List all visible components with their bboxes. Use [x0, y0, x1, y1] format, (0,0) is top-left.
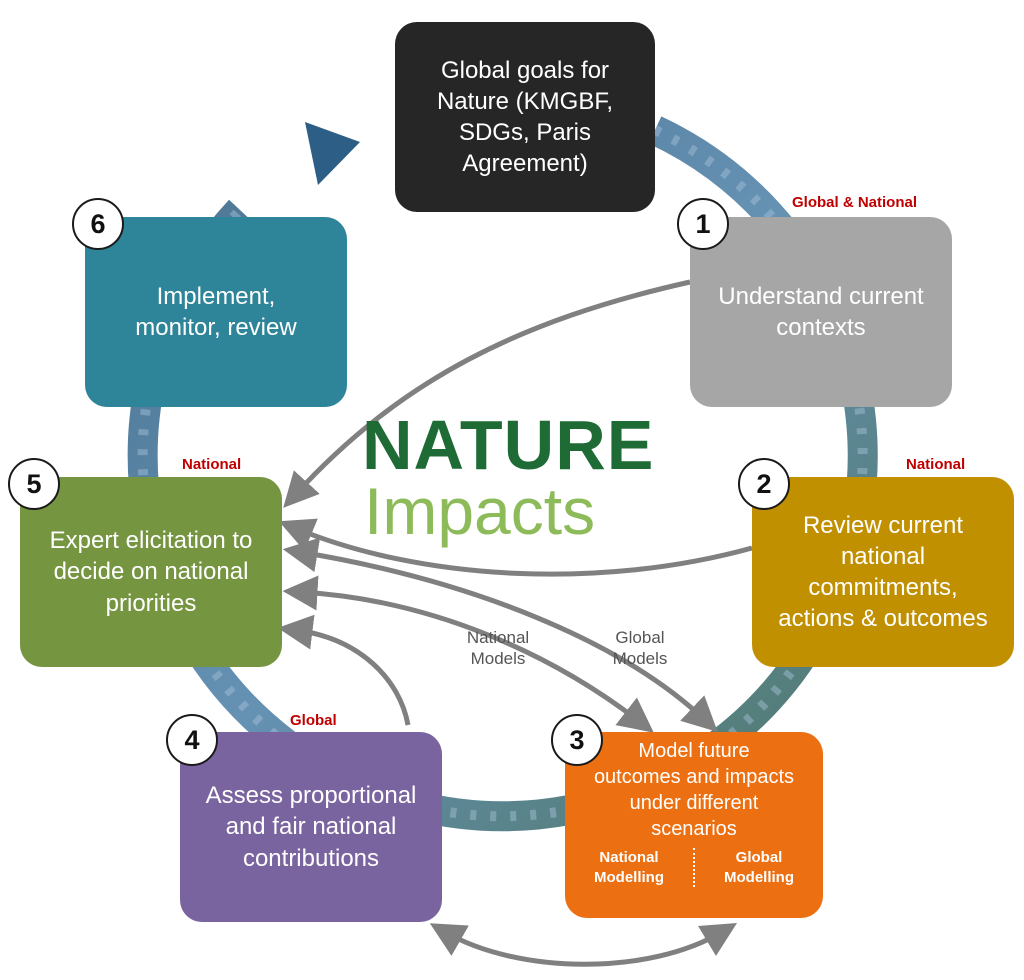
step-1-number: 1	[677, 198, 729, 250]
step-4-number: 4	[166, 714, 218, 766]
arrow-1-to-5	[283, 279, 691, 508]
step-4-scope: Global	[290, 712, 337, 729]
step-2-text: Review current national commitments, act…	[778, 511, 988, 633]
step-6-box: Implement, monitor, review	[85, 217, 347, 407]
step-2-number: 2	[738, 458, 790, 510]
step-5-number: 5	[8, 458, 60, 510]
arrow-5-to-3-national	[282, 575, 654, 733]
arrow-4-to-5	[277, 614, 411, 726]
step-5-scope: National	[182, 456, 242, 473]
step-1-text: Understand current contexts	[718, 282, 924, 341]
cycle-arrowhead	[305, 122, 360, 185]
step-3-text: Model future outcomes and impacts under …	[593, 740, 795, 840]
step-4-text: Assess proportional and fair national co…	[205, 782, 417, 872]
step-3-national-modelling: National Modelling	[565, 848, 695, 887]
step-2-scope: National	[906, 456, 966, 473]
global-goals-box: Global goals for Nature (KMGBF, SDGs, Pa…	[395, 22, 655, 212]
step-6-text: Implement, monitor, review	[135, 282, 297, 341]
step-1-box: Understand current contexts	[690, 217, 952, 407]
global-goals-text: Global goals for Nature (KMGBF, SDGs, Pa…	[436, 56, 614, 178]
national-models-label: National Models	[466, 628, 530, 669]
step-5-box: Expert elicitation to decide on national…	[20, 477, 282, 667]
global-models-label: Global Models	[612, 628, 668, 669]
step-4-box: Assess proportional and fair national co…	[180, 732, 442, 922]
step-3-global-modelling: Global Modelling	[724, 849, 794, 886]
step-3-number: 3	[551, 714, 603, 766]
logo-nature: NATURE	[362, 406, 655, 484]
step-5-text: Expert elicitation to decide on national…	[49, 527, 253, 617]
step-2-box: Review current national commitments, act…	[752, 477, 1014, 667]
step-1-scope: Global & National	[792, 194, 918, 211]
step-3-box: Model future outcomes and impacts under …	[565, 732, 823, 918]
logo-impacts: Impacts	[364, 474, 596, 548]
step-6-number: 6	[72, 198, 124, 250]
arrow-4-3-bidirectional	[429, 923, 738, 967]
